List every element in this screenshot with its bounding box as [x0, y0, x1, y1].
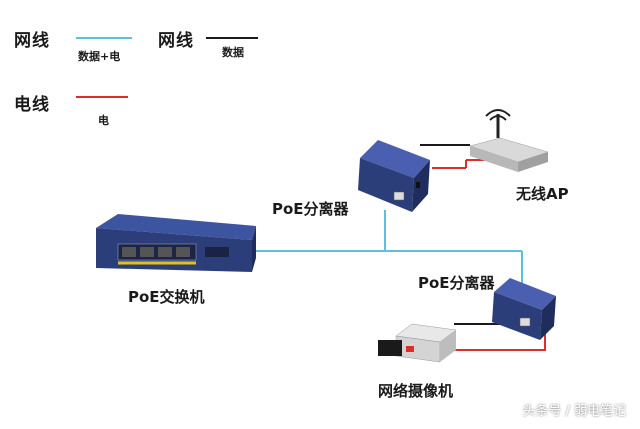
switch-label: PoE交换机	[128, 288, 205, 306]
legend-net-desc-2: 数据	[222, 46, 244, 59]
ap-label: 无线AP	[516, 185, 569, 203]
poe-cables	[252, 210, 523, 292]
splitter-bottom-label: PoE分离器	[418, 274, 495, 292]
poe-splitter-bottom-image	[492, 278, 556, 340]
legend-power-desc: 电	[98, 114, 109, 127]
legend-power-title: 电线	[14, 95, 50, 115]
legend-net-title-1: 网线	[14, 31, 50, 51]
network-camera-image	[378, 323, 457, 363]
legend-net-desc-1: 数据+电	[78, 50, 121, 63]
wireless-ap-image	[469, 109, 549, 172]
splitter-top-label: PoE分离器	[272, 200, 349, 218]
camera-label: 网络摄像机	[378, 382, 454, 400]
poe-switch-image	[96, 214, 256, 272]
poe-splitter-top-image	[358, 140, 430, 212]
legend-net-title-2: 网线	[158, 31, 194, 51]
watermark: 头条号 / 弱电笔记	[522, 404, 626, 419]
data-cables	[420, 144, 500, 325]
